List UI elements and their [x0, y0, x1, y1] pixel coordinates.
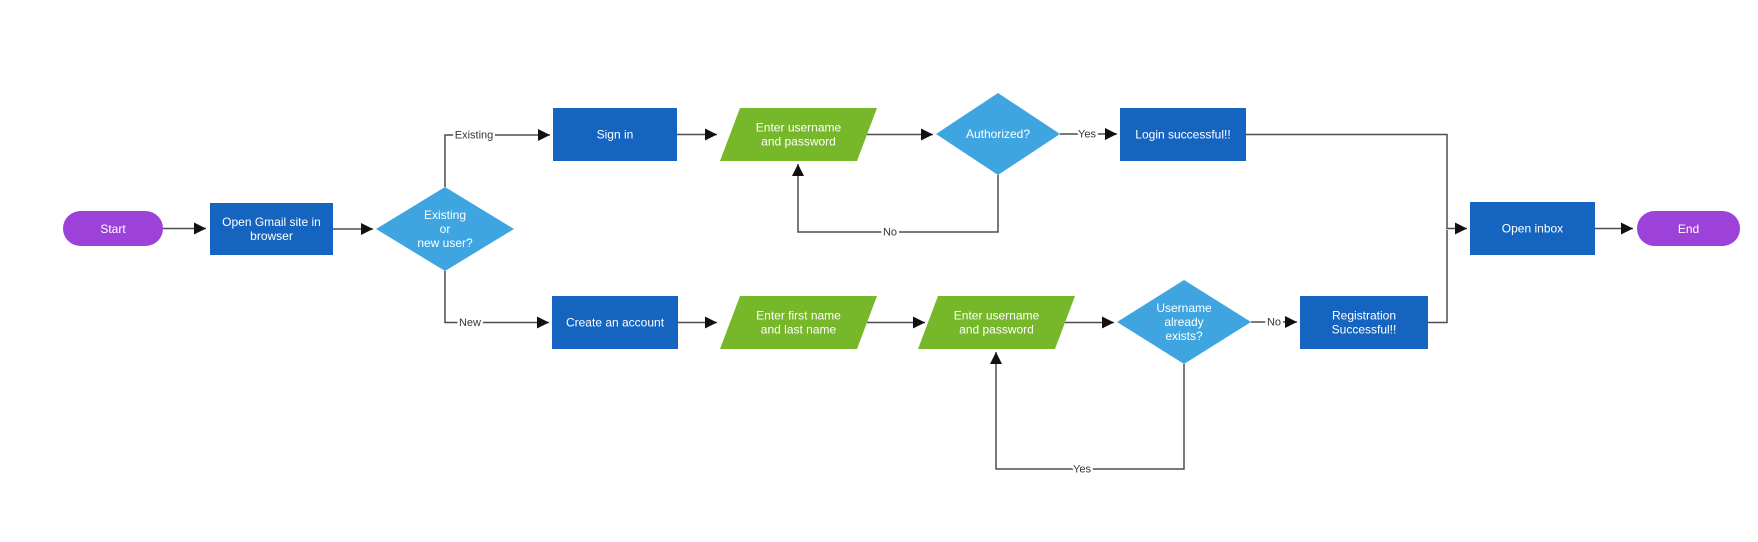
edge-registration-to-junction — [1428, 230, 1448, 324]
node-label: Sign in — [597, 128, 634, 142]
process-shape — [553, 108, 677, 161]
edge-label-exists-no: No — [1267, 317, 1281, 329]
edge-authorized-no-loop — [792, 164, 999, 233]
io-parallelogram-shape — [720, 108, 877, 161]
node-authorized: Authorized? — [936, 93, 1060, 175]
decision-shape — [1117, 280, 1251, 364]
edge-exists-yes-loop — [990, 352, 1185, 470]
edge-labels-layer: Existing Yes No New No Yes — [452, 126, 1283, 478]
io-parallelogram-shape — [720, 296, 877, 349]
node-login-successful: Login successful!! — [1120, 108, 1246, 161]
edge-label-authorized-yes: Yes — [1078, 129, 1096, 141]
end-terminator-shape — [1637, 211, 1740, 246]
node-open-inbox: Open inbox — [1470, 202, 1595, 255]
decision-shape — [376, 187, 514, 271]
start-terminator-shape — [63, 211, 163, 246]
edge-login-to-open-inbox — [1246, 133, 1467, 235]
node-label: Create an account — [566, 316, 665, 330]
edge-decision-new-to-create-account — [444, 271, 549, 329]
edge-decision-existing-to-sign-in — [444, 129, 550, 187]
node-create-account: Create an account — [552, 296, 678, 349]
node-label: Login successful!! — [1135, 128, 1230, 142]
process-shape — [552, 296, 678, 349]
edges-layer — [163, 128, 1633, 470]
edge-label-new: New — [459, 317, 481, 329]
edge-label-authorized-no: No — [883, 227, 897, 239]
process-shape — [1470, 202, 1595, 255]
io-parallelogram-shape — [918, 296, 1075, 349]
node-label: Open inbox — [1502, 222, 1563, 236]
node-label: Authorized? — [966, 127, 1030, 141]
node-sign-in: Sign in — [553, 108, 677, 161]
node-label: End — [1678, 222, 1699, 236]
node-label: Start — [100, 222, 126, 236]
edge-label-existing: Existing — [455, 130, 494, 142]
process-shape — [210, 203, 333, 255]
process-shape — [1300, 296, 1428, 349]
process-shape — [1120, 108, 1246, 161]
node-start: Start — [63, 211, 163, 246]
decision-shape — [936, 93, 1060, 175]
edge-label-exists-yes: Yes — [1073, 464, 1091, 476]
node-end: End — [1637, 211, 1740, 246]
